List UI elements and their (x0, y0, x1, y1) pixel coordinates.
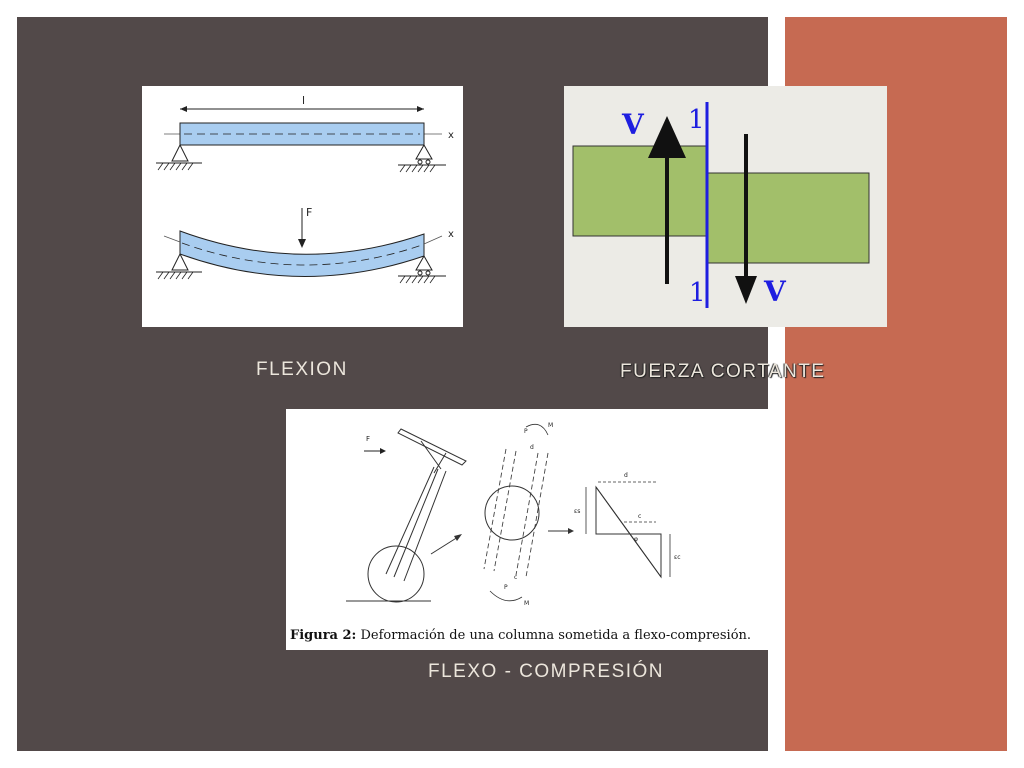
ground-hatch-right-bent (399, 275, 436, 284)
caption-fuerza-cortante: FUERZA CORTANTE (620, 361, 826, 382)
force-label-left: V (621, 108, 645, 141)
force-label-right: V (763, 275, 787, 308)
dim-c-bottom: c (514, 574, 517, 581)
dim-c-diagram: c (638, 513, 641, 520)
detail-circle (484, 485, 540, 541)
roller-wheel-4 (425, 270, 431, 276)
strain-pointer-head (568, 528, 574, 534)
shear-force-figure: V V 1 1 (564, 86, 887, 327)
upward-force-arrowhead (648, 116, 686, 158)
axis-label-top: x (448, 130, 454, 141)
load-arrowhead (298, 239, 306, 248)
section-label-bottom: 1 (689, 278, 706, 308)
bent-beam-centerline (181, 242, 423, 266)
left-block (572, 145, 707, 237)
column-detail-circle (367, 545, 425, 603)
beam-bending-diagram: l x x F (156, 94, 454, 284)
cap-bracing (420, 440, 447, 474)
ground-hatch-right (399, 164, 436, 173)
moment-arc-top (525, 423, 549, 436)
bent-axis-right (423, 235, 443, 245)
roller-support-right-bent (415, 254, 433, 271)
detail-pointer-head (454, 534, 462, 541)
roller-wheel-1 (417, 159, 423, 165)
flexo-compression-diagram: F P M d P M c d c εs εc (290, 422, 751, 643)
load-label-top: P (524, 428, 528, 435)
right-block (705, 172, 870, 264)
lateral-force-arrowhead (380, 448, 386, 454)
detail-pointer-shaft (430, 536, 459, 555)
shear-force-diagram: V V 1 1 (572, 102, 870, 308)
bent-axis-left (163, 235, 181, 243)
roller-support-right (415, 143, 433, 160)
span-label: l (302, 94, 305, 107)
column-body (385, 466, 447, 582)
axis-label-bottom: x (448, 229, 454, 240)
section-label-top: 1 (688, 105, 705, 135)
ground-hatch-left (157, 162, 194, 171)
figure-caption-bold: Figura 2: (290, 628, 356, 643)
pin-support-left-bent (171, 252, 189, 271)
caption-flexo-compresion: FLEXO - COMPRESIÓN (428, 661, 665, 682)
column-cap (397, 428, 467, 466)
strain-label-top: εs (574, 508, 580, 515)
downward-force-arrowhead (735, 276, 757, 304)
pin-support-left (171, 143, 189, 162)
figure-caption: Figura 2: Deformación de una columna som… (290, 628, 751, 643)
ground-hatch-left-bent (157, 271, 194, 280)
load-label: F (306, 206, 312, 219)
load-label-bottom: P (504, 584, 508, 591)
flexo-compression-figure: F P M d P M c d c εs εc (286, 409, 768, 650)
lateral-force-label: F (366, 435, 370, 443)
figure-caption-text: Deformación de una columna sometida a fl… (356, 628, 751, 643)
strain-label-bottom: εc (674, 554, 681, 561)
dim-d-top: d (530, 444, 534, 451)
caption-flexion: FLEXION (256, 359, 348, 380)
span-arrow-right (417, 106, 424, 112)
strain-line (595, 486, 662, 578)
moment-arc-bottom (489, 590, 523, 602)
roller-wheel-3 (417, 270, 423, 276)
dim-d-diagram: d (624, 472, 628, 479)
detail-element (483, 448, 549, 578)
moment-label-bottom: M (524, 600, 529, 607)
beam-bending-figure: l x x F (142, 86, 463, 327)
span-arrow-left (180, 106, 187, 112)
roller-wheel-2 (425, 159, 431, 165)
angle-label: φ (634, 536, 638, 543)
moment-label-top: M (548, 422, 553, 429)
